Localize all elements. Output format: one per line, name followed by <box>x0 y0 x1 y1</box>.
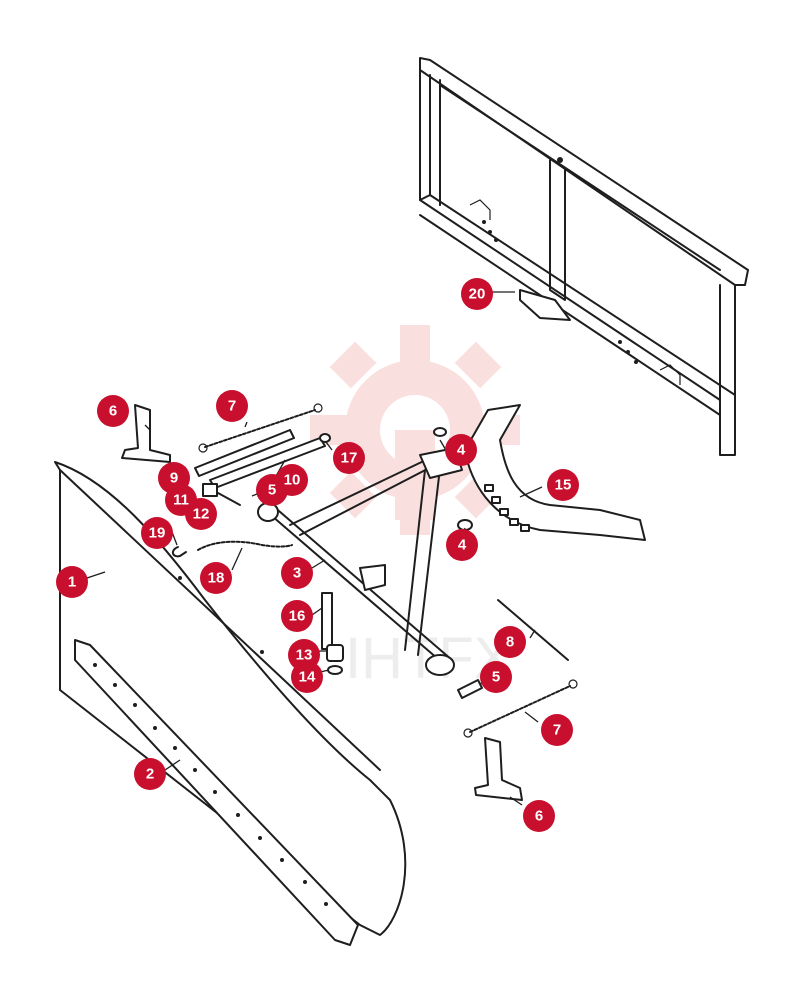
skid-left <box>121 404 171 463</box>
svg-text:18: 18 <box>208 570 225 587</box>
svg-text:3: 3 <box>293 565 301 582</box>
svg-text:14: 14 <box>299 669 316 686</box>
callout-7-lower: 7 <box>541 714 573 746</box>
chain <box>197 540 293 551</box>
adjuster-tubes <box>194 429 326 489</box>
callout-6-upper: 6 <box>97 395 129 427</box>
mounting-frame <box>419 57 749 456</box>
callout-7-upper: 7 <box>216 390 248 422</box>
svg-text:10: 10 <box>284 472 301 489</box>
callout-19: 19 <box>141 517 173 549</box>
callout-6-lower: 6 <box>523 800 555 832</box>
svg-text:1: 1 <box>68 574 76 591</box>
svg-text:8: 8 <box>506 634 514 651</box>
vertical-pin <box>321 592 333 650</box>
blade <box>54 461 407 936</box>
callout-1: 1 <box>56 566 88 598</box>
svg-text:4: 4 <box>458 537 467 554</box>
bushings-and-bolt <box>202 483 241 506</box>
skid-right <box>474 737 523 801</box>
svg-text:6: 6 <box>535 808 543 825</box>
svg-text:9: 9 <box>170 470 178 487</box>
leader-lines <box>86 291 543 806</box>
spring-lower <box>463 679 578 738</box>
svg-text:6: 6 <box>109 403 117 420</box>
svg-text:2: 2 <box>146 766 154 783</box>
svg-text:17: 17 <box>341 450 358 467</box>
svg-text:7: 7 <box>553 722 561 739</box>
small-spring <box>326 644 344 662</box>
callout-8: 8 <box>494 626 526 658</box>
svg-text:5: 5 <box>268 482 276 499</box>
callout-2: 2 <box>134 758 166 790</box>
callout-12: 12 <box>185 498 217 530</box>
pivot-pin-lower <box>457 679 483 699</box>
callout-18: 18 <box>200 562 232 594</box>
s-hook <box>172 546 187 558</box>
a-frame <box>257 447 463 676</box>
svg-text:12: 12 <box>193 506 210 523</box>
svg-text:7: 7 <box>228 398 236 415</box>
clevis-pin <box>319 433 331 443</box>
svg-text:11: 11 <box>173 492 189 509</box>
svg-text:19: 19 <box>149 525 166 542</box>
callout-14: 14 <box>291 661 323 693</box>
svg-text:15: 15 <box>555 477 572 494</box>
callout-15: 15 <box>547 469 579 501</box>
callout-17: 17 <box>333 442 365 474</box>
svg-text:20: 20 <box>469 286 486 303</box>
callout-16: 16 <box>281 600 313 632</box>
callout-20: 20 <box>461 278 493 310</box>
cutting-edge-strip <box>74 639 359 946</box>
spring-upper <box>198 403 323 453</box>
svg-text:4: 4 <box>457 442 466 459</box>
callout-10: 10 <box>276 464 308 496</box>
long-rod <box>497 599 569 661</box>
callout-5-lower: 5 <box>480 661 512 693</box>
svg-text:16: 16 <box>289 608 306 625</box>
callout-3: 3 <box>281 557 313 589</box>
quadrant-plate <box>464 404 646 541</box>
small-washer <box>327 665 343 675</box>
svg-text:13: 13 <box>296 647 313 664</box>
callout-4-upper: 4 <box>445 434 477 466</box>
svg-text:5: 5 <box>492 669 500 686</box>
pin-upper <box>433 427 447 437</box>
callout-4-lower: 4 <box>446 529 478 561</box>
